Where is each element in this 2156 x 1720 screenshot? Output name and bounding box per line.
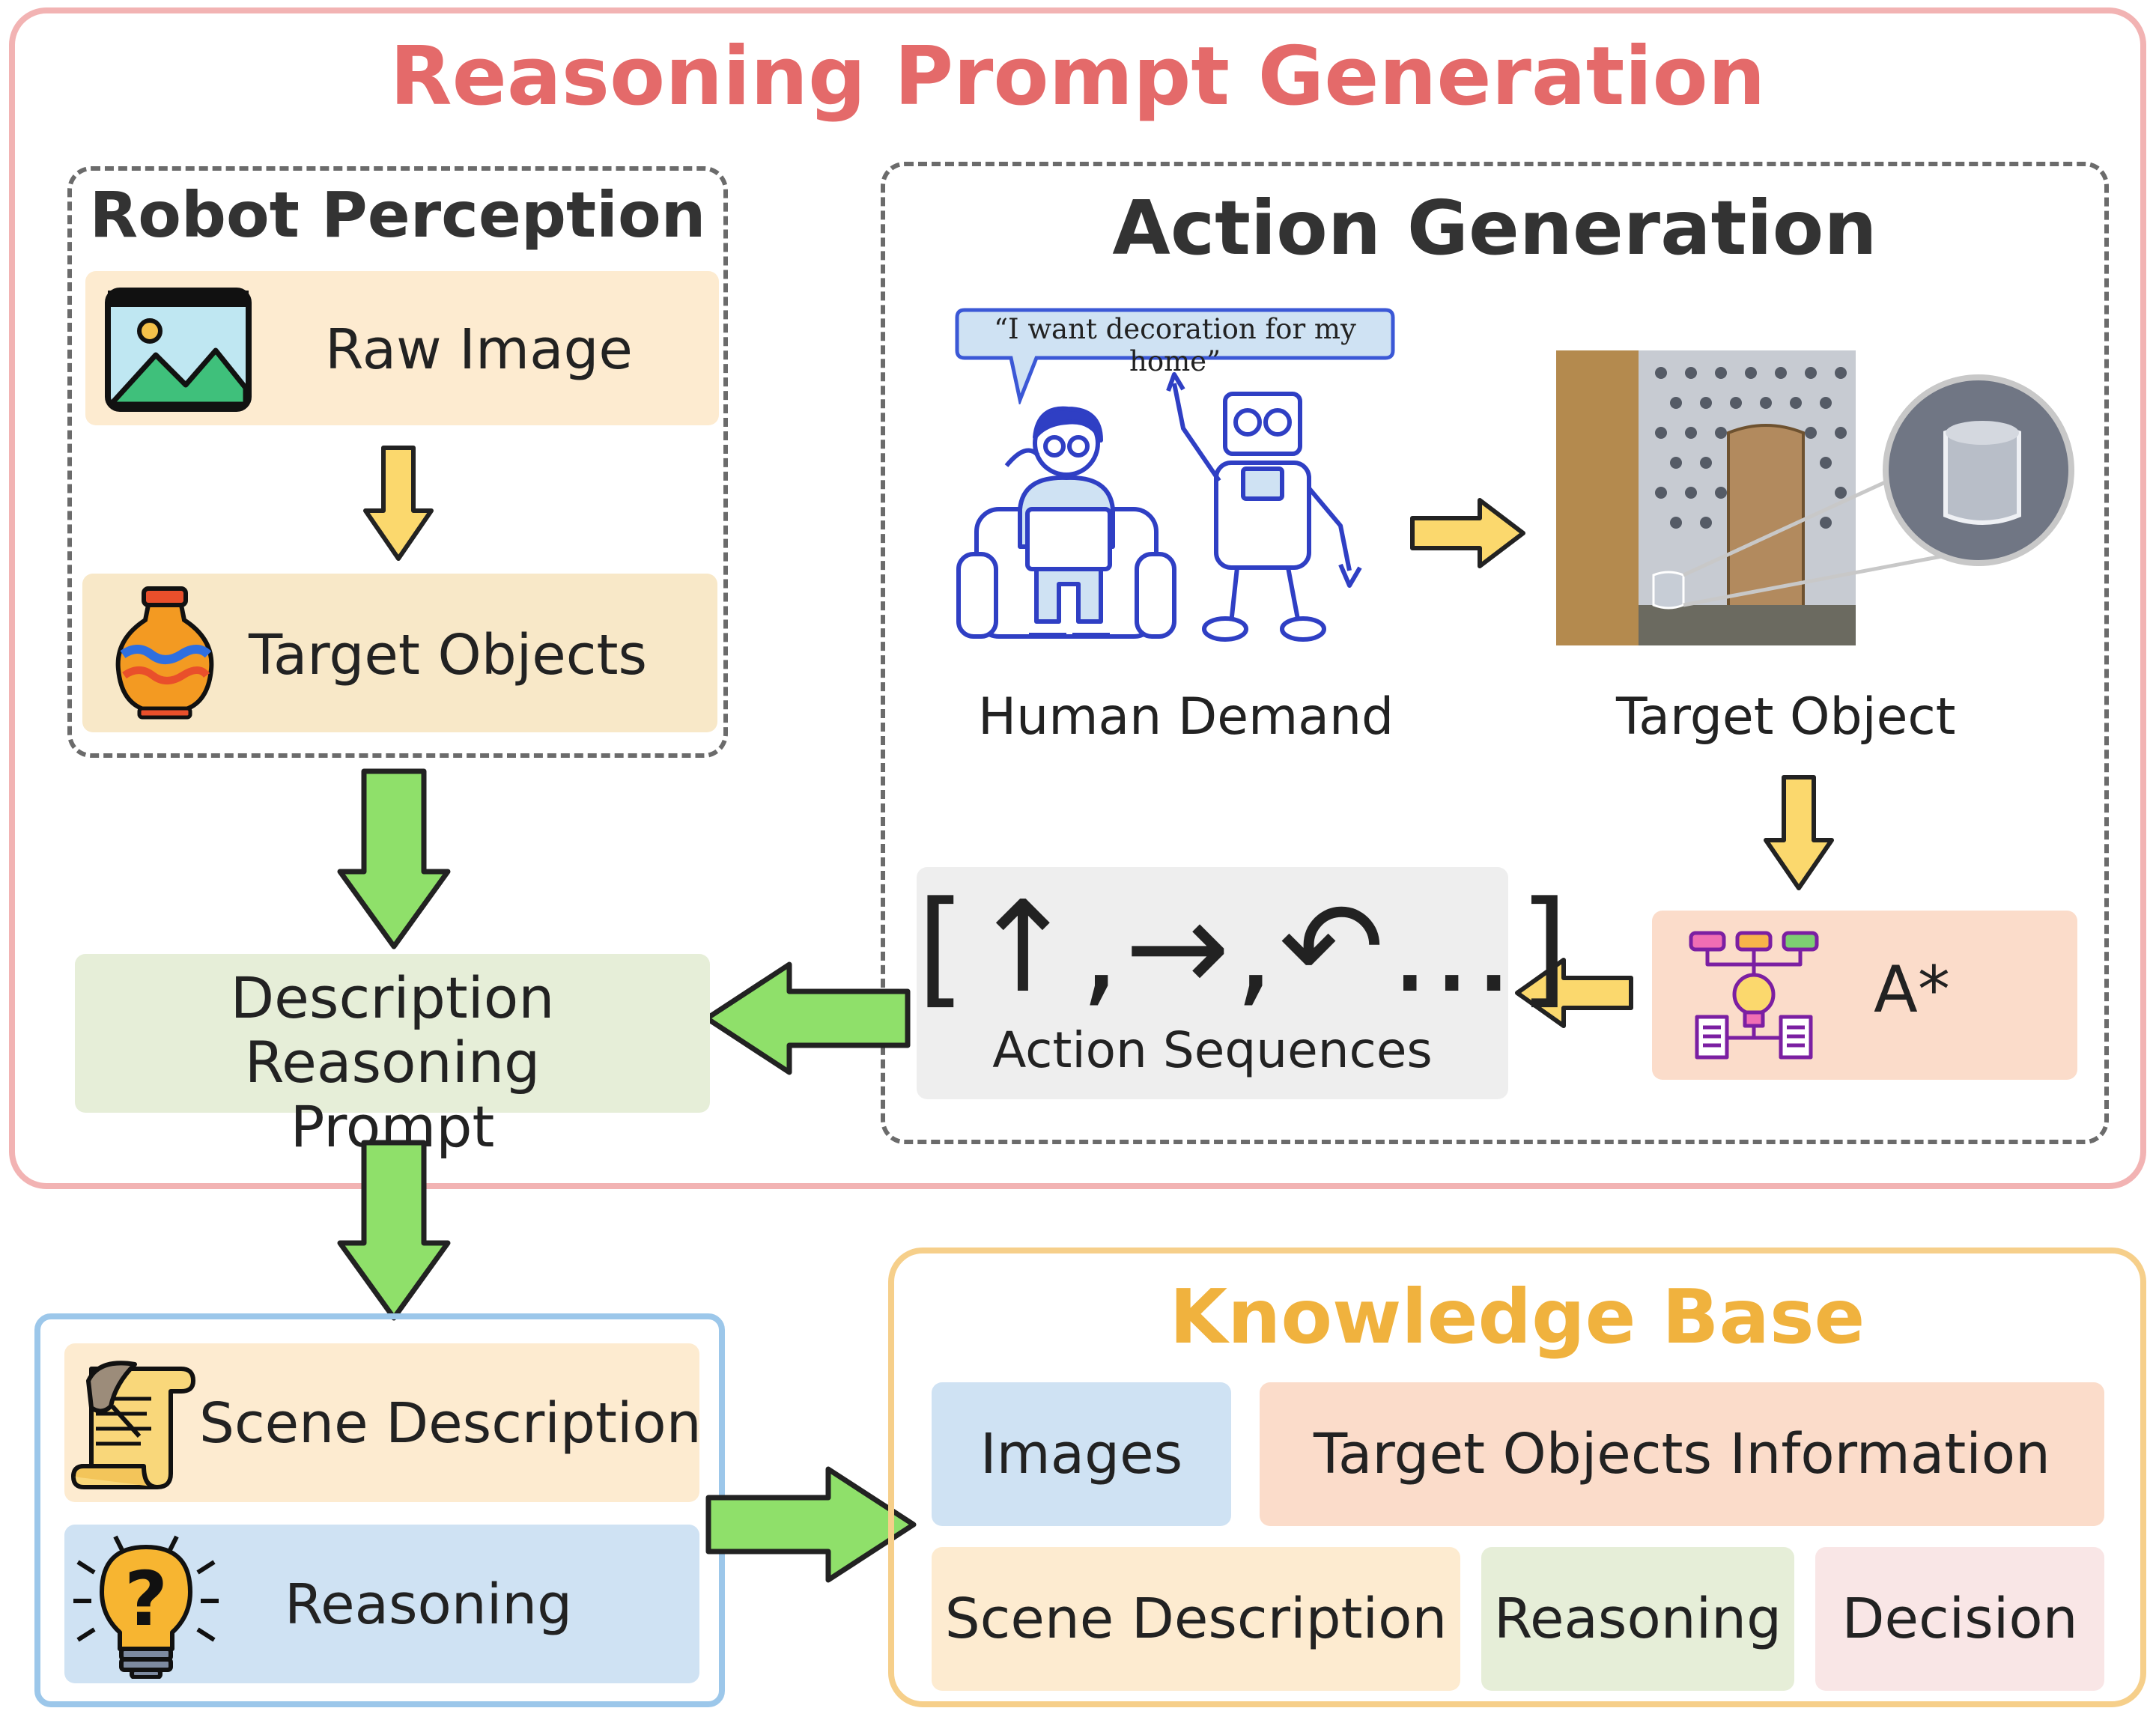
action-sequences-box: [↑,→,↶…] Action Sequences — [917, 867, 1573, 1099]
reasoning-label: Reasoning — [285, 1572, 573, 1637]
kb-reasoning-box: Reasoning — [1481, 1547, 1794, 1691]
raw-image-label: Raw Image — [325, 317, 633, 382]
target-objects-box: Target Objects — [82, 574, 717, 732]
speech-text: “I want decoration for my home” — [994, 313, 1356, 377]
kb-decision-label: Decision — [1841, 1587, 2078, 1651]
kb-target-info-label: Target Objects Information — [1314, 1422, 2050, 1486]
down-arrow-yellow-1 — [361, 443, 436, 563]
right-arrow-green — [702, 1463, 920, 1586]
kb-target-info-box: Target Objects Information — [1260, 1382, 2104, 1526]
kb-reasoning-label: Reasoning — [1493, 1587, 1782, 1651]
svg-text:?: ? — [124, 1555, 168, 1643]
vase-icon — [112, 586, 217, 720]
lightbulb-question-icon: ? — [67, 1529, 225, 1679]
sequence-symbols: [↑,→,↶…] — [917, 874, 1573, 1021]
robot-perception-group — [67, 166, 728, 758]
target-objects-label: Target Objects — [249, 623, 648, 687]
raw-image-box: Raw Image — [85, 271, 719, 425]
panel-title: Reasoning Prompt Generation — [389, 30, 1766, 124]
knowledge-base-panel — [888, 1248, 2146, 1707]
human-demand-label: Human Demand — [978, 687, 1394, 747]
knowledge-base-title: Knowledge Base — [1169, 1273, 1865, 1361]
down-arrow-green-2 — [334, 1138, 454, 1324]
reasoning-box: ? Reasoning — [64, 1525, 699, 1683]
image-icon — [103, 286, 253, 413]
scene-description-box: Scene Description — [64, 1343, 702, 1502]
astar-label: A* — [1874, 952, 1950, 1027]
action-generation-group — [881, 162, 2109, 1144]
target-object-label: Target Object — [1616, 687, 1956, 747]
kb-decision-box: Decision — [1815, 1547, 2104, 1691]
robot-perception-title: Robot Perception — [89, 178, 706, 252]
scene-description-label: Scene Description — [199, 1391, 702, 1456]
action-generation-title: Action Generation — [1112, 184, 1877, 272]
speech-bubble — [954, 307, 1396, 404]
astar-box: A* — [1652, 911, 2077, 1080]
left-arrow-green — [701, 958, 914, 1078]
kb-images-label: Images — [980, 1422, 1183, 1486]
robot-icon — [1153, 368, 1378, 645]
action-sequences-label: Action Sequences — [992, 1021, 1433, 1079]
scroll-quill-icon — [69, 1354, 196, 1492]
down-arrow-yellow-2 — [1761, 773, 1836, 893]
kb-scene-description-box: Scene Description — [932, 1547, 1460, 1691]
prompt-line-1: Description Reasoning — [230, 964, 555, 1095]
kb-images-box: Images — [932, 1382, 1231, 1526]
description-reasoning-prompt-box: Description Reasoning Prompt — [75, 954, 710, 1159]
scene-photo-icon — [1556, 350, 2095, 650]
reasoning-prompt-generation-panel — [9, 7, 2146, 1189]
right-arrow-yellow-1 — [1408, 494, 1528, 572]
person-on-sofa-icon — [954, 397, 1179, 644]
kb-scene-description-label: Scene Description — [944, 1587, 1448, 1651]
left-arrow-yellow — [1511, 954, 1636, 1032]
flowchart-lightbulb-icon — [1686, 929, 1821, 1063]
down-arrow-green-1 — [334, 767, 454, 952]
